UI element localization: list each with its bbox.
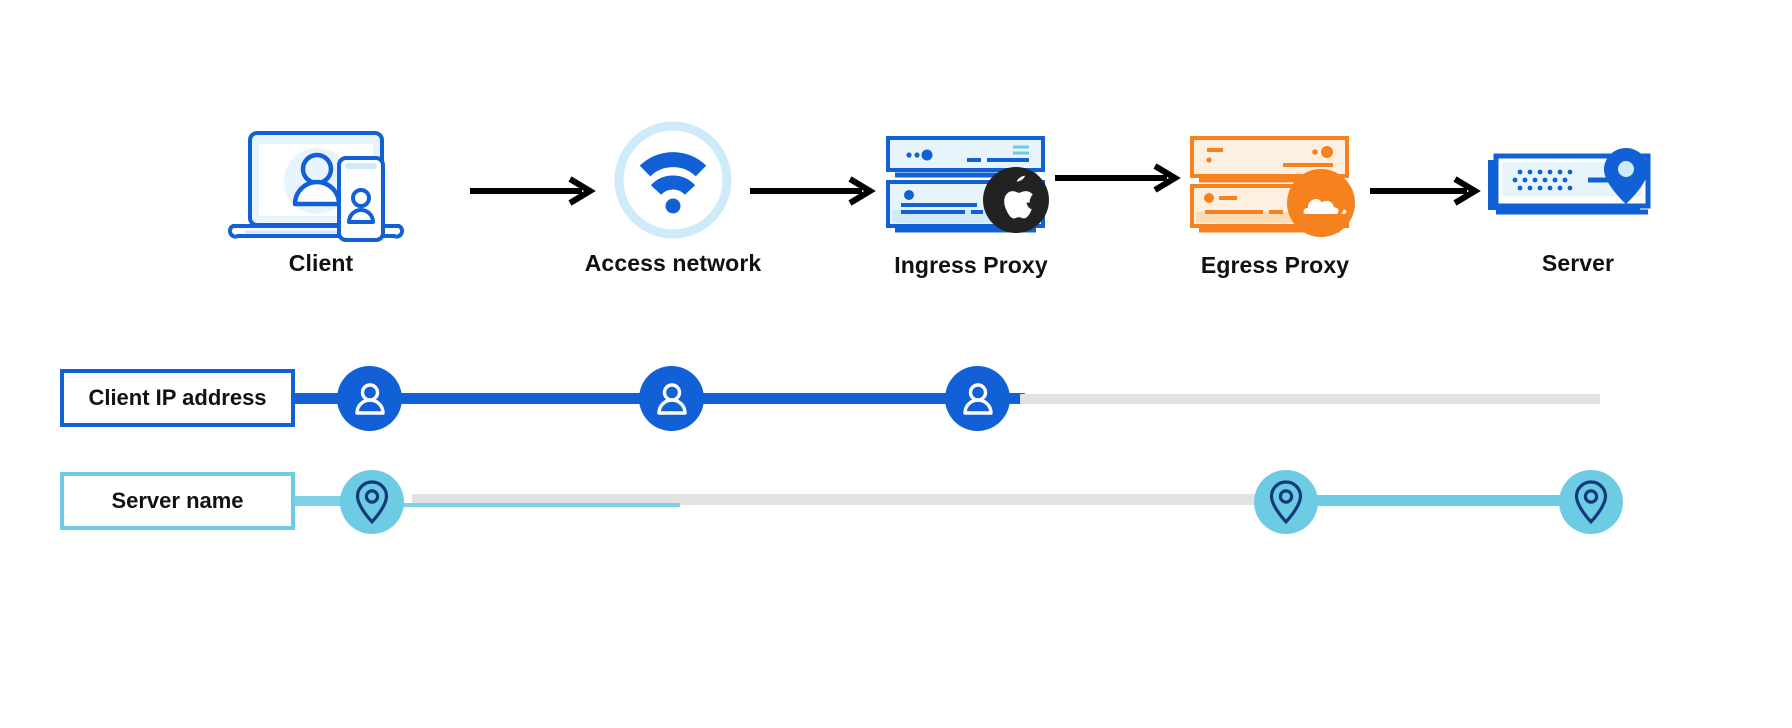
pipeline-node-client: Client xyxy=(221,120,421,277)
pipeline-node-access-network: Access network xyxy=(573,120,773,277)
lane1-hop-1 xyxy=(337,366,402,431)
client-icon-art xyxy=(221,120,421,250)
map-pin-icon xyxy=(1269,480,1303,525)
pipeline-node-server: Server xyxy=(1478,120,1678,277)
lane2-hint-track xyxy=(375,503,680,507)
pipeline-node-ingress-proxy: Ingress Proxy xyxy=(871,120,1071,279)
pipeline-node-label: Access network xyxy=(584,250,762,276)
pipeline-node-label: Ingress Proxy xyxy=(894,252,1048,278)
pipeline-node-label: Server xyxy=(1541,250,1615,276)
lane2-known-track xyxy=(1278,495,1598,506)
ingress-proxy-icon-art xyxy=(871,120,1071,250)
map-pin-icon xyxy=(355,480,389,525)
arrow-access-network-to-ingress-proxy xyxy=(750,176,880,206)
server-pin-icon xyxy=(1488,148,1651,215)
arrow-ingress-proxy-to-egress-proxy xyxy=(1055,163,1185,193)
server-icon-art xyxy=(1478,120,1678,250)
lane2-label-text: Server name xyxy=(111,488,244,513)
map-pin-icon xyxy=(1574,480,1608,525)
lane2-hop-3 xyxy=(1559,470,1623,534)
arrow-egress-proxy-to-server xyxy=(1370,176,1500,206)
lane1-label-box: Client IP address xyxy=(60,369,295,427)
cloudflare-logo-icon xyxy=(1287,169,1355,237)
lane2-label-connector xyxy=(258,496,358,506)
arrow-client-to-access-network xyxy=(470,176,600,206)
lane1-hop-2 xyxy=(639,366,704,431)
pipeline-node-label: Egress Proxy xyxy=(1200,252,1350,278)
lane2-unknown-track xyxy=(412,494,1272,505)
server-stack-blue-icon xyxy=(886,136,1045,233)
lane2-label-box: Server name xyxy=(60,472,295,530)
lane1-label-connector xyxy=(255,393,355,404)
pipeline-node-label: Client xyxy=(288,250,354,276)
lane2-hop-1 xyxy=(340,470,404,534)
lane2-hop-2 xyxy=(1254,470,1318,534)
user-icon xyxy=(656,382,687,415)
laptop-phone-user-icon xyxy=(227,131,405,242)
user-icon xyxy=(962,382,993,415)
wifi-icon xyxy=(614,121,732,239)
lane1-hop-3 xyxy=(945,366,1010,431)
apple-logo-icon xyxy=(983,167,1049,233)
user-icon xyxy=(354,382,385,415)
pipeline-node-egress-proxy: Egress Proxy xyxy=(1175,120,1375,279)
access-network-icon-art xyxy=(573,120,773,250)
lane1-unknown-track xyxy=(1020,394,1600,404)
egress-proxy-icon-art xyxy=(1175,120,1375,250)
lane1-label-text: Client IP address xyxy=(88,385,267,410)
